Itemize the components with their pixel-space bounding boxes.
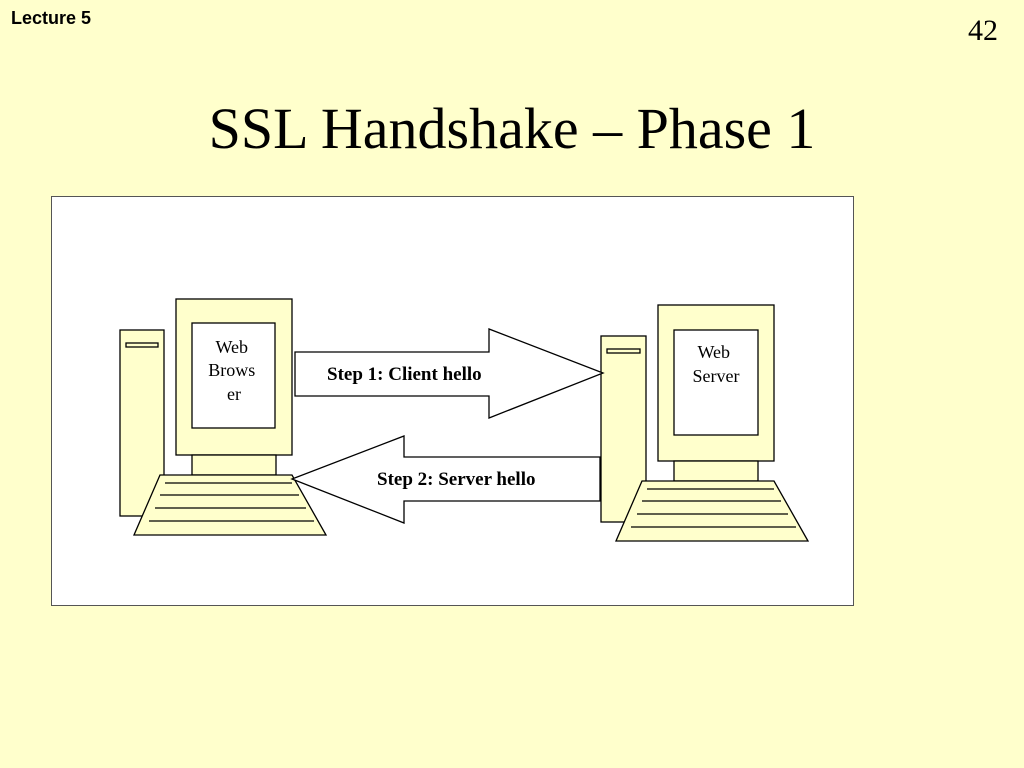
client-screen — [191, 322, 276, 429]
lecture-label: Lecture 5 — [11, 8, 92, 28]
server-computer-icon — [600, 304, 810, 542]
client-monitor-stand — [191, 454, 277, 476]
client-label-line: er — [227, 384, 241, 404]
client-keyboard — [133, 474, 328, 536]
server-hello-label: Step 2: Server hello — [377, 469, 536, 490]
server-label-line: Web — [697, 342, 730, 362]
client-drive-slot — [125, 342, 159, 348]
diagram-panel: Web Brows er Web Server Step 1: Client h… — [51, 196, 854, 606]
server-drive-slot — [606, 348, 641, 354]
server-label-line: Server — [693, 366, 740, 386]
server-hello-arrow — [290, 435, 601, 524]
client-label-line: Brows — [208, 360, 255, 380]
server-screen — [673, 329, 759, 436]
server-keyboard — [615, 480, 810, 542]
client-computer-icon — [119, 298, 328, 536]
handshake-diagram: Web Brows er Web Server Step 1: Client h… — [119, 298, 810, 542]
client-screen-label: Web Brows er — [208, 337, 260, 404]
slide-number: 42 — [968, 14, 998, 47]
client-hello-label: Step 1: Client hello — [327, 364, 482, 385]
client-hello-arrow — [294, 328, 605, 419]
server-screen-label: Web Server — [693, 342, 740, 386]
slide-title: SSL Handshake – Phase 1 — [208, 96, 816, 161]
server-monitor-stand — [673, 460, 759, 482]
client-label-line: Web — [215, 337, 248, 357]
